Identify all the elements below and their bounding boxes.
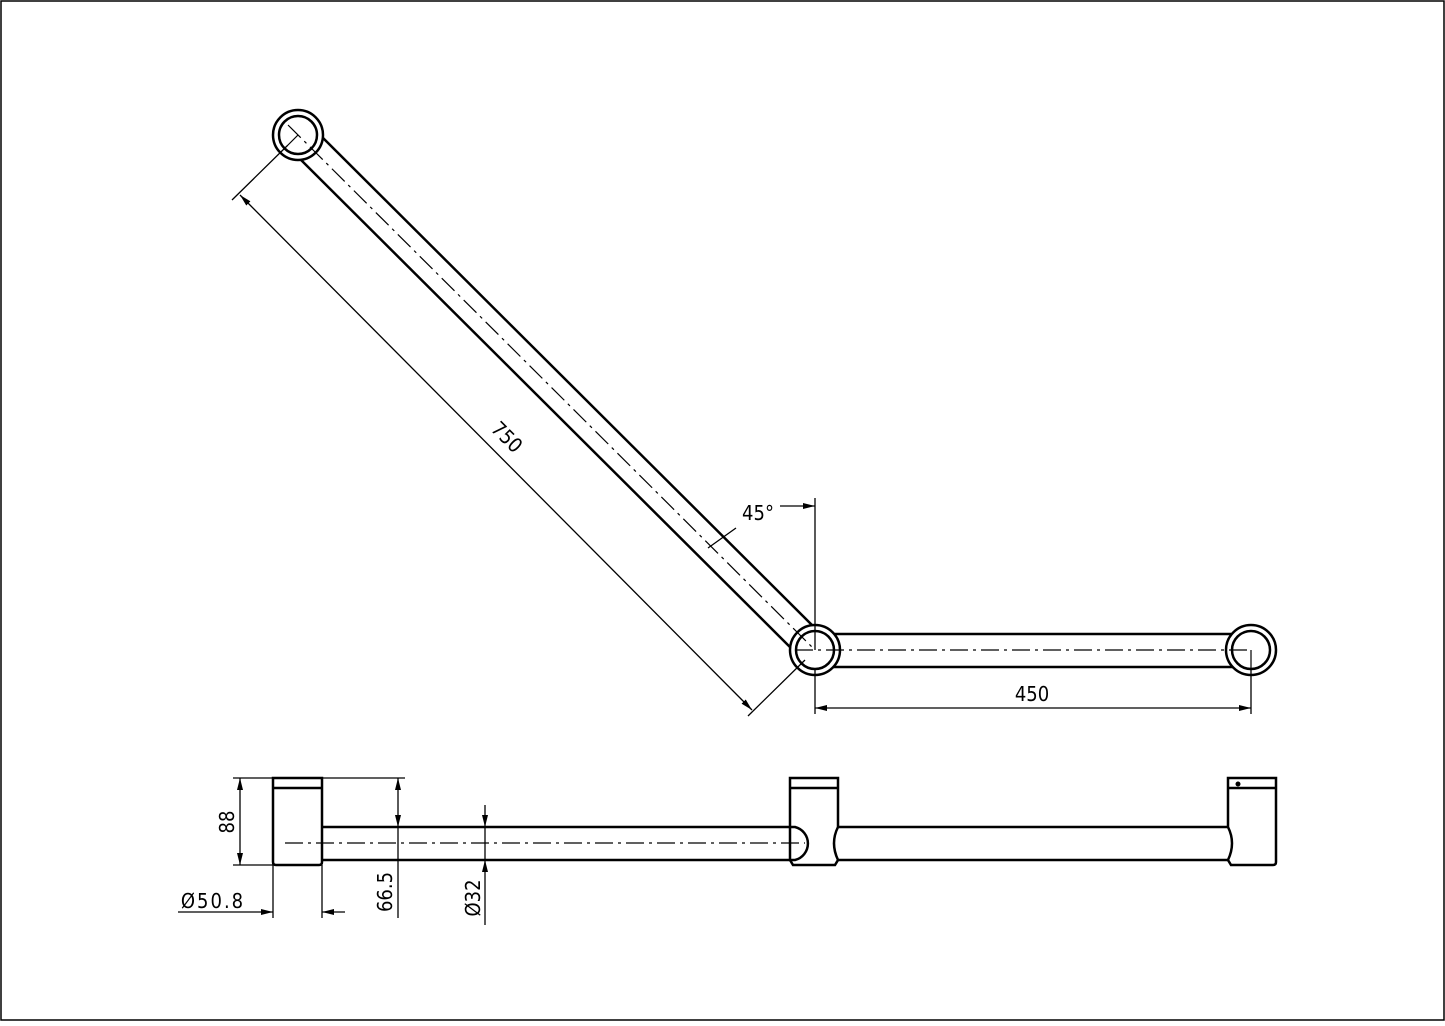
dimension-50-8 [178,865,345,918]
elevation-view [178,776,1278,925]
dim-450-label: 450 [1015,682,1049,706]
dimension-66-5 [322,777,405,918]
dim-50-8-label: Ø50.8 [181,889,245,913]
horizontal-bar [815,632,1251,669]
dimension-750 [231,144,806,717]
dimension-88 [233,777,273,866]
dim-45-label: 45° [742,501,774,525]
dim-88-label: 88 [215,811,239,834]
bar-left-side [322,825,810,862]
centerlines [287,124,1251,651]
plan-view [231,108,1278,717]
flange-middle-side [788,776,840,867]
flange-left-side [271,776,324,867]
angle-dimension [707,498,816,650]
dim-32-label: Ø32 [461,879,485,916]
dimension-450 [814,670,1252,714]
dim-66-5-label: 66.5 [373,872,397,912]
bar-right-side [838,825,1228,862]
flange-right-side [1226,776,1278,867]
dim-750-label: 750 [486,416,527,457]
